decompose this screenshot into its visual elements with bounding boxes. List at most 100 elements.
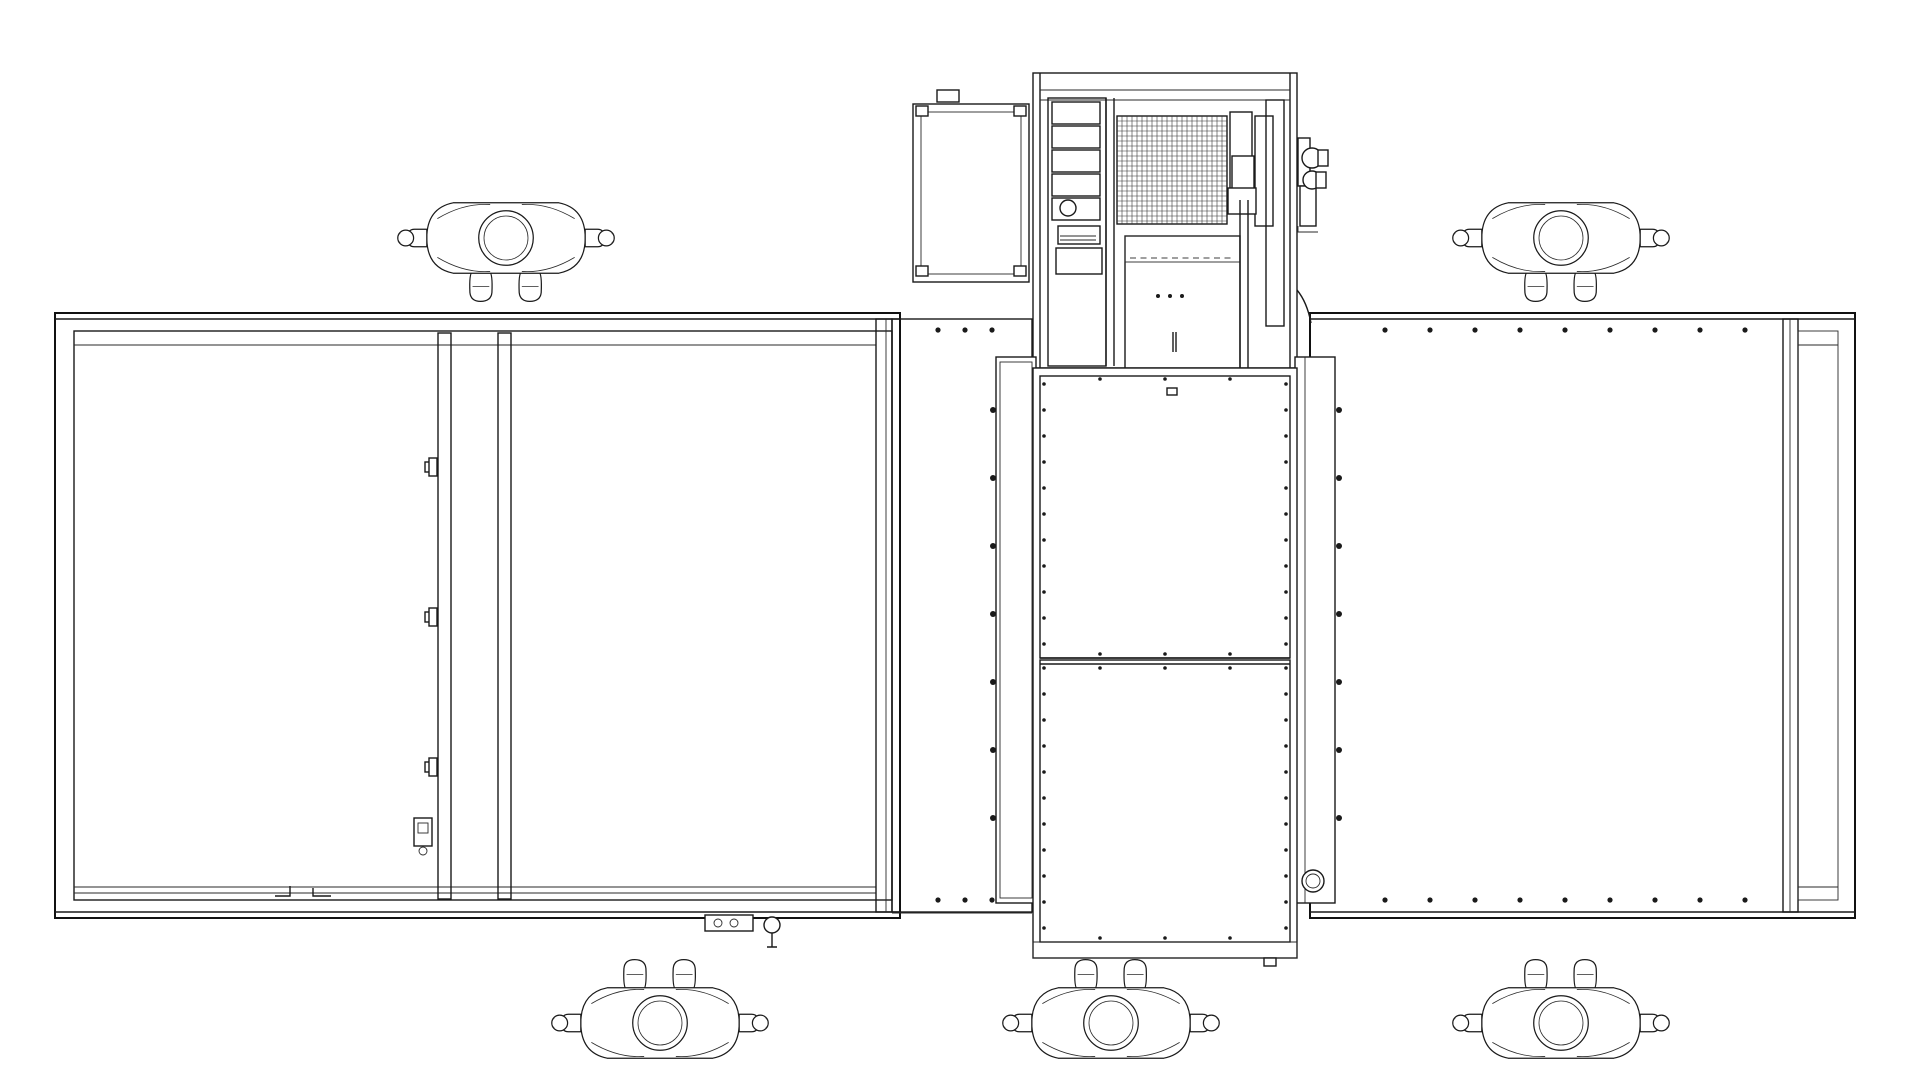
bolt-dot	[1427, 897, 1433, 903]
bolt-dot	[1163, 936, 1167, 940]
left-table	[54, 312, 901, 948]
bolt-dot	[1042, 434, 1046, 438]
bolt-dot	[1098, 377, 1102, 381]
bolt-dot	[1042, 382, 1046, 386]
bolt-dot	[1742, 327, 1748, 333]
bolt-dot	[1163, 652, 1167, 656]
bolt-dot	[1284, 770, 1288, 774]
bolt-dot	[1382, 897, 1388, 903]
bolt-dot	[1284, 382, 1288, 386]
bolt-dot	[1042, 538, 1046, 542]
bolt-dot	[990, 407, 996, 413]
bolt-dot	[1042, 796, 1046, 800]
bolt-dot	[1284, 692, 1288, 696]
bolt-dot	[1284, 512, 1288, 516]
bolt-dot	[935, 897, 941, 903]
bolt-dot	[1607, 327, 1613, 333]
bolt-dot	[1336, 747, 1342, 753]
bolt-dot	[1336, 543, 1342, 549]
hinge-icon	[424, 457, 438, 477]
bolt-dot	[1652, 327, 1658, 333]
bolt-dot	[1517, 897, 1523, 903]
bolt-dot	[1562, 327, 1568, 333]
bolt-dot	[1098, 652, 1102, 656]
operator-figure-icon	[1003, 960, 1219, 1059]
bolt-dot	[935, 327, 941, 333]
bolt-dot	[1284, 616, 1288, 620]
bolt-dot	[1042, 718, 1046, 722]
bolt-dot	[1284, 538, 1288, 542]
bolt-dot	[1042, 616, 1046, 620]
bolt-dot	[1228, 936, 1232, 940]
bolt-dot	[990, 747, 996, 753]
bolt-dot	[1284, 926, 1288, 930]
bolt-dot	[1284, 874, 1288, 878]
operator-figure-icon	[1453, 960, 1669, 1059]
bolt-dot	[1042, 692, 1046, 696]
bolt-dot	[1336, 407, 1342, 413]
open-door	[912, 89, 1030, 283]
bolt-dot	[1284, 460, 1288, 464]
bolt-dot	[989, 327, 995, 333]
bolt-dot	[1652, 897, 1658, 903]
hinge-icon	[424, 757, 438, 777]
bolt-dot	[1098, 936, 1102, 940]
bolt-dot	[1042, 666, 1046, 670]
bolt-dot	[1042, 874, 1046, 878]
bolt-dot	[990, 815, 996, 821]
bolt-dot	[962, 897, 968, 903]
bolt-dot	[1228, 652, 1232, 656]
bolt-dot	[1697, 897, 1703, 903]
bolt-dot	[1284, 796, 1288, 800]
bolt-dot	[1042, 512, 1046, 516]
bolt-dot	[1284, 408, 1288, 412]
bolt-dot	[1284, 718, 1288, 722]
valve-assembly	[1296, 137, 1329, 324]
bolt-dot	[1336, 679, 1342, 685]
bolt-dot	[1163, 666, 1167, 670]
bolt-dot	[1042, 744, 1046, 748]
handle-icon	[413, 817, 433, 856]
bolt-dot	[1284, 822, 1288, 826]
bolt-dot	[1336, 475, 1342, 481]
hinge-icon	[424, 607, 438, 627]
bolt-dot	[1042, 900, 1046, 904]
bolt-dot	[1042, 486, 1046, 490]
operator-figure-icon	[552, 960, 768, 1059]
bolt-dot	[1042, 848, 1046, 852]
bolt-dot	[1336, 815, 1342, 821]
bolt-dot	[1562, 897, 1568, 903]
bolt-dot	[1042, 926, 1046, 930]
bolt-dot	[1284, 486, 1288, 490]
component-rack	[1047, 97, 1115, 367]
bolt-dot	[1042, 590, 1046, 594]
bolt-dot	[990, 611, 996, 617]
bolt-dot	[1427, 327, 1433, 333]
bolt-dot	[990, 543, 996, 549]
bolt-dot	[1607, 897, 1613, 903]
right-components	[1227, 99, 1285, 327]
bolt-dot	[1098, 666, 1102, 670]
bolt-dot	[1382, 327, 1388, 333]
bolt-dot	[1284, 666, 1288, 670]
bolt-dot	[1042, 642, 1046, 646]
operator-figure-icon	[1452, 202, 1670, 302]
bolt-dot	[1163, 377, 1167, 381]
bolt-dot	[1042, 564, 1046, 568]
bolt-dot	[1228, 377, 1232, 381]
bolt-dot	[989, 897, 995, 903]
bolt-dot	[1042, 460, 1046, 464]
bolt-dot	[1284, 564, 1288, 568]
bolt-dot	[962, 327, 968, 333]
bolt-dot	[1284, 900, 1288, 904]
bolt-dot	[1472, 327, 1478, 333]
right-table	[1309, 312, 1856, 919]
bolt-dot	[1042, 770, 1046, 774]
bolt-dot	[1042, 822, 1046, 826]
bolt-dot	[1042, 408, 1046, 412]
bolt-dot	[1697, 327, 1703, 333]
bolt-dot	[990, 679, 996, 685]
bolt-dot	[1284, 744, 1288, 748]
